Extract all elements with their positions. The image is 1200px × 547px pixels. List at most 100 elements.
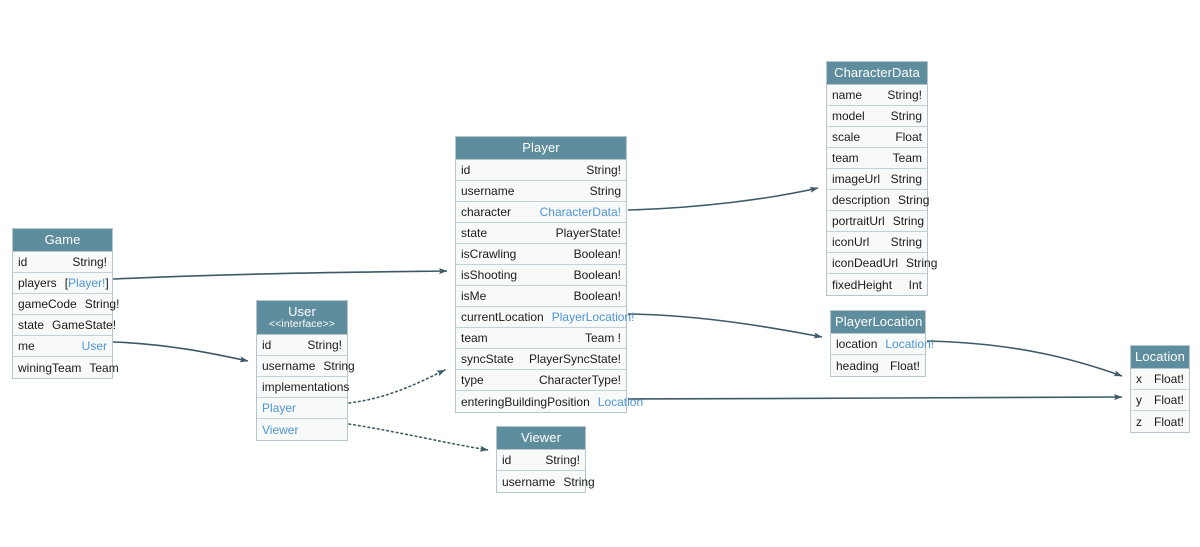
field-name: syncState	[461, 352, 514, 366]
field-type-link[interactable]: PlayerLocation!	[544, 310, 635, 324]
field-name: players	[18, 276, 57, 290]
field-type-link[interactable]: Location!	[877, 337, 934, 351]
field-type-link[interactable]: [Player!]	[57, 276, 109, 290]
type-name: CharacterData	[539, 205, 618, 219]
field-row[interactable]: username String	[257, 356, 355, 377]
type-bracket-open: [	[64, 276, 69, 290]
edge-player-character-to-characterdata	[627, 186, 819, 211]
field-row[interactable]: players[Player!]	[13, 273, 112, 294]
edge-game-me-to-user	[112, 341, 249, 363]
field-type: Team !	[584, 331, 621, 345]
field-row[interactable]: Viewer	[257, 419, 347, 440]
field-name: me	[18, 339, 35, 353]
field-name: team	[461, 331, 488, 345]
field-name: id	[18, 255, 28, 269]
edge-player-currentlocation-to-playerlocation	[627, 313, 823, 339]
field-type: String	[890, 235, 922, 249]
field-name: enteringBuildingPosition	[461, 394, 590, 409]
field-name: description	[832, 193, 891, 207]
field-type: PlayerSyncState!	[528, 352, 621, 366]
field-row[interactable]: implementations	[257, 377, 349, 398]
field-type: String	[890, 172, 922, 186]
field-type: GameState!	[52, 318, 117, 332]
field-row[interactable]: description String	[827, 190, 930, 211]
field-type: Int	[908, 277, 922, 292]
field-type-link[interactable]: Location	[590, 395, 643, 409]
field-type: Float!	[889, 358, 920, 373]
field-name: isMe	[461, 289, 487, 303]
edge-game-players-to-player	[112, 268, 448, 280]
field-type: String!	[307, 338, 342, 352]
field-row[interactable]: imageUrl String	[827, 169, 927, 190]
field-type: String	[563, 474, 595, 489]
field-type: String	[898, 193, 930, 207]
field-row[interactable]: me User	[13, 336, 112, 357]
field-row[interactable]: state PlayerState!	[456, 223, 626, 244]
field-row[interactable]: team Team !	[456, 328, 626, 349]
field-row[interactable]: Player	[257, 398, 347, 419]
field-name: name	[832, 88, 863, 102]
field-type: Team	[892, 151, 922, 165]
field-row[interactable]: id String!	[13, 252, 112, 273]
type-nonnull: !	[102, 276, 106, 290]
field-name: imageUrl	[832, 172, 881, 186]
field-name: username	[262, 359, 316, 373]
field-type: PlayerState!	[555, 226, 621, 240]
field-name: x	[1136, 372, 1142, 386]
field-name: type	[461, 373, 484, 387]
field-name: heading	[836, 358, 879, 373]
field-name: y	[1136, 393, 1142, 407]
field-type: Boolean!	[573, 289, 621, 303]
edge-player-enteringbuildingposition-to-location	[627, 394, 1123, 401]
field-row[interactable]: syncState PlayerSyncState!	[456, 349, 626, 370]
field-type: String	[323, 359, 355, 373]
entity-title-playerlocation: PlayerLocation	[831, 311, 925, 334]
field-type: String!	[84, 297, 120, 311]
field-row[interactable]: isMe Boolean!	[456, 286, 626, 307]
type-nonnull: !	[617, 205, 621, 219]
field-type: String!	[72, 255, 107, 269]
field-type: String!	[586, 163, 621, 177]
field-row[interactable]: heading Float!	[831, 355, 925, 376]
type-name: PlayerLocation	[551, 310, 632, 324]
field-type-link[interactable]: User	[74, 339, 107, 353]
field-type: String	[906, 256, 938, 270]
field-name: character	[461, 205, 512, 219]
field-type-link[interactable]: CharacterData!	[532, 205, 621, 219]
field-name: state	[461, 226, 488, 240]
field-row[interactable]: character CharacterData!	[456, 202, 626, 223]
